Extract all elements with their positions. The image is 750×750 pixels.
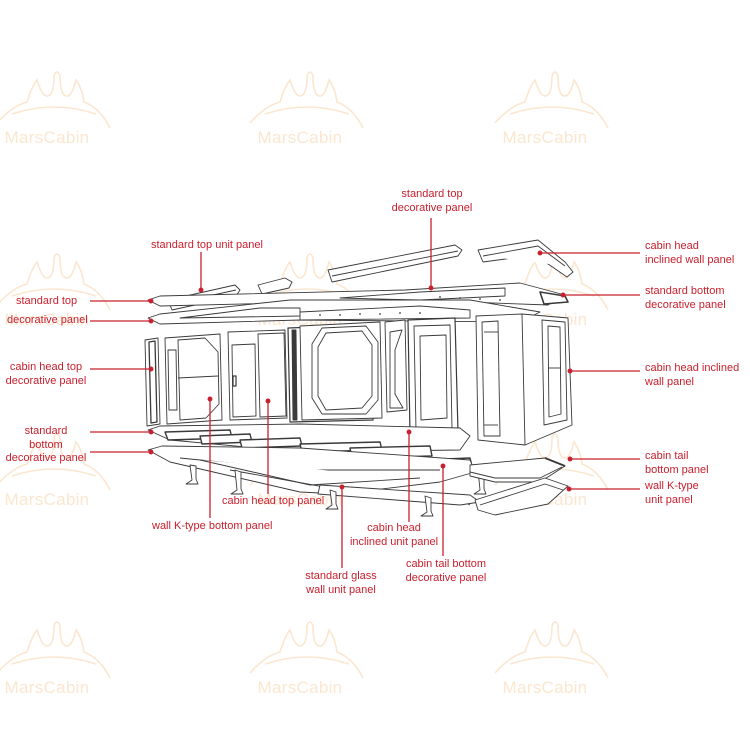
watermark-text: MarsCabin (4, 310, 90, 329)
watermark-text: MarsCabin (502, 678, 588, 697)
watermark-text: MarsCabin (257, 490, 343, 509)
callout-text: standard (24, 425, 68, 437)
watermark-text: MarsCabin (4, 678, 90, 697)
callout-text: unit panel (645, 493, 693, 506)
cabin-tail-bottom-panel-part (469, 457, 566, 483)
callout-cabin-tail-bottom-decorative-panel: cabin tail bottom decorative panel (400, 558, 492, 585)
callout-standard-top-decorative-panel: standard top decorative panel (390, 188, 474, 215)
cabin-head-inclined-wall-panel-part (477, 239, 574, 278)
callout-text: decorative panel (405, 571, 487, 584)
callout-text: wall unit panel (306, 583, 376, 596)
callout-standard-bottom-decorative-panel-right: standard bottom decorative panel (645, 285, 726, 312)
callout-text: cabin head top (9, 361, 83, 373)
callout-text: decorative panel (5, 374, 87, 387)
watermark-logo: MarsCabin (0, 430, 112, 520)
callout-text: wall K-type bottom panel (152, 520, 273, 532)
callout-text: standard top unit panel (151, 239, 263, 251)
callout-text: standard top (16, 295, 78, 307)
callout-cabin-tail-bottom-panel: cabin tail bottom panel (645, 450, 709, 477)
wall-k-type-unit-panel-part (474, 477, 569, 516)
window-door-panel-right (384, 317, 459, 435)
callout-text: bottom (29, 438, 63, 451)
cabin-head-top-decorative-panel-part (144, 337, 161, 427)
small-roof-trim-part (257, 277, 293, 295)
marscabin-logo-icon (249, 621, 364, 679)
callout-text: wall K-type (645, 480, 699, 492)
callout-standard-top: standard top (16, 295, 77, 309)
callout-text: decorative panel (645, 298, 726, 311)
watermark-logo: MarsCabin (245, 618, 365, 708)
leader-lines (90, 218, 640, 568)
marscabin-logo-icon (0, 621, 111, 679)
watermark-text: MarsCabin (502, 128, 588, 147)
marscabin-logo-icon (0, 71, 111, 129)
callout-cabin-head-inclined-unit-panel: cabin head inclined unit panel (345, 522, 443, 549)
callout-text: standard top (401, 188, 463, 200)
callout-text: cabin head (645, 240, 699, 252)
callout-text: decorative panel (7, 314, 88, 326)
marscabin-logo-icon (249, 71, 364, 129)
callout-text: bottom panel (645, 463, 709, 476)
marscabin-logo-icon (494, 71, 609, 129)
callout-text: decorative panel (391, 201, 473, 214)
door-panel (227, 329, 288, 421)
callout-text: cabin head top panel (222, 495, 325, 507)
callout-text: decorative panel (5, 452, 87, 464)
watermark-logo: MarsCabin (0, 250, 112, 340)
watermark-text: MarsCabin (4, 490, 90, 509)
long-roof-trim-part (327, 244, 463, 283)
callout-text: inclined unit panel (349, 535, 439, 548)
callout-cabin-head-inclined-wall-panel-top: cabin head inclined wall panel (645, 240, 734, 267)
watermark-text: MarsCabin (257, 678, 343, 697)
watermark-logo: MarsCabin (245, 68, 365, 158)
watermark-text: MarsCabin (257, 128, 343, 147)
callout-wall-k-type-bottom-panel: wall K-type bottom panel (152, 520, 272, 534)
callout-text: standard glass (305, 570, 377, 582)
callout-cabin-head-top-panel: cabin head top panel (222, 495, 324, 509)
callout-text: cabin head inclined (645, 362, 740, 374)
watermark-text: MarsCabin (4, 128, 90, 147)
callout-standard-top-unit-panel: standard top unit panel (151, 239, 263, 253)
callout-text: cabin tail bottom (405, 558, 487, 570)
watermark-logo: MarsCabin (490, 68, 610, 158)
callout-wall-k-type-unit-panel: wall K-type unit panel (645, 480, 699, 507)
callout-text: standard bottom (645, 285, 725, 297)
marscabin-logo-icon (0, 253, 111, 311)
callout-decorative-panel: decorative panel (7, 314, 88, 328)
callout-text: cabin tail (645, 450, 689, 462)
floor-layer-upper (147, 423, 473, 469)
callout-cabin-head-inclined-wall-panel-mid: cabin head inclined wall panel (645, 362, 739, 389)
watermark-logo: MarsCabin (0, 618, 112, 708)
marscabin-logo-icon (494, 621, 609, 679)
glass-door-panel-left (164, 333, 223, 425)
callout-standard-bottom-decorative-panel-left: standard bottom decorative panel (4, 425, 88, 466)
callout-text: inclined wall panel (645, 253, 735, 266)
marscabin-logo-icon (0, 433, 111, 491)
callout-standard-glass-wall-unit-panel: standard glass wall unit panel (298, 570, 384, 597)
callout-text: wall panel (645, 375, 694, 388)
watermark-logo: MarsCabin (490, 618, 610, 708)
octagon-window-panel (299, 321, 383, 421)
callout-text: cabin head (367, 522, 421, 534)
cabin-head-box (475, 313, 573, 446)
callout-cabin-head-top-decorative-panel: cabin head top decorative panel (4, 361, 88, 388)
watermark-logo: MarsCabin (0, 68, 112, 158)
